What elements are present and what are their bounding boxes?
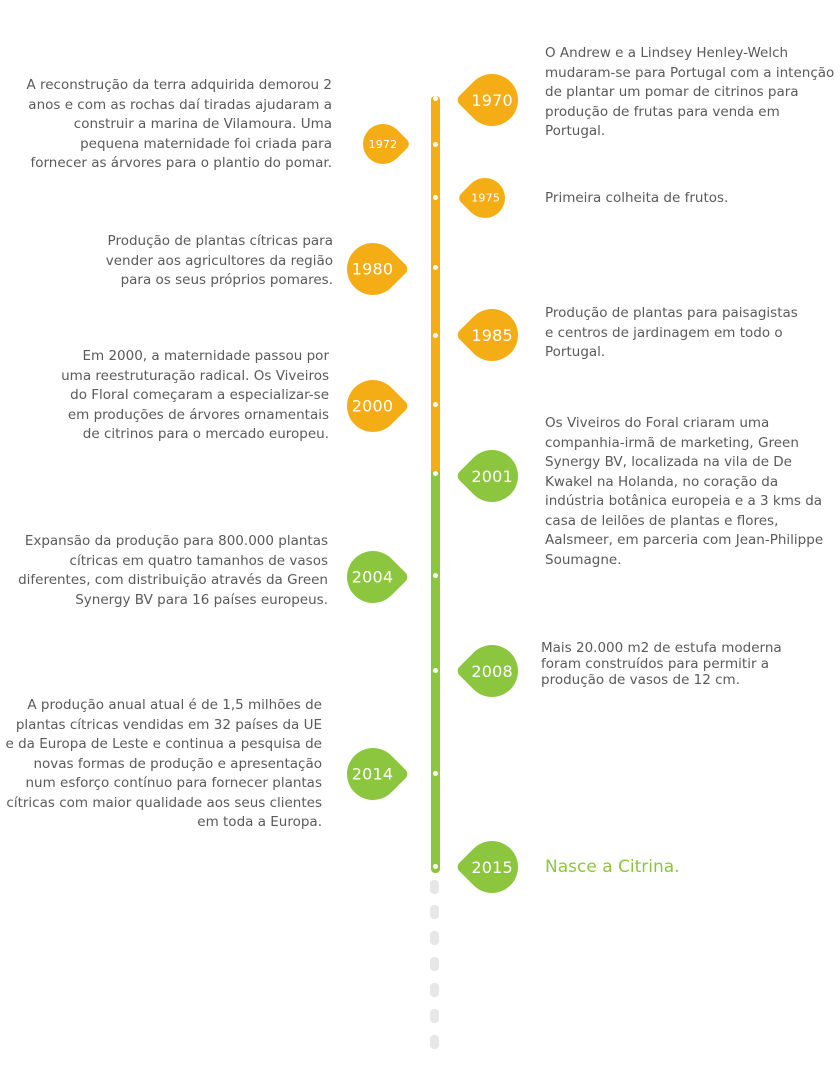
- timeline-dot: [433, 668, 438, 673]
- event-text-1975: Primeira colheita de frutos.: [545, 190, 729, 206]
- year-badge-1985: 1985: [455, 298, 529, 372]
- event-text-1980: Produção de plantas cítricas para vender…: [105, 233, 333, 288]
- year-badge-1975: 1975: [456, 169, 514, 227]
- timeline-dot: [433, 265, 438, 270]
- year-badge-2008: 2008: [455, 634, 529, 708]
- event-text-2014: A produção anual atual é de 1,5 milhões …: [5, 697, 322, 830]
- timeline-dot: [433, 96, 438, 101]
- timeline-dot: [433, 573, 438, 578]
- event-text-2008: Mais 20.000 m2 de estufa moderna foram c…: [541, 640, 782, 688]
- event-text-2000: Em 2000, a maternidade passou por uma re…: [61, 348, 329, 442]
- timeline-dot: [433, 195, 438, 200]
- timeline-dot: [433, 471, 438, 476]
- event-text-1972: A reconstrução da terra adquirida demoro…: [26, 77, 332, 171]
- event-text-2015: Nasce a Citrina.: [545, 857, 680, 877]
- timeline-dot: [433, 771, 438, 776]
- year-badge-1980: 1980: [336, 232, 410, 306]
- timeline-dot: [433, 142, 438, 147]
- timeline-dot: [433, 402, 438, 407]
- timeline-dash: [430, 1035, 439, 1049]
- timeline-dash: [430, 905, 439, 919]
- year-badge-2004: 2004: [336, 540, 410, 614]
- event-text-2001: Os Viveiros do Foral criaram uma companh…: [545, 415, 824, 568]
- timeline-dash: [430, 931, 439, 945]
- year-badge-2000: 2000: [336, 369, 410, 443]
- year-badge-2014: 2014: [336, 737, 410, 811]
- event-text-2004: Expansão da produção para 800.000 planta…: [18, 533, 328, 608]
- timeline-dot: [433, 864, 438, 869]
- timeline-dash: [430, 983, 439, 997]
- year-badge-2001: 2001: [455, 439, 529, 513]
- timeline-dash: [430, 957, 439, 971]
- event-text-1985: Produção de plantas para paisagistas e c…: [545, 305, 798, 360]
- timeline-dash: [430, 880, 439, 894]
- timeline-dash: [430, 1009, 439, 1023]
- year-badge-1972: 1972: [354, 115, 412, 173]
- timeline-line-orange: [431, 96, 440, 471]
- event-text-1970: O Andrew e a Lindsey Henley-Welch mudara…: [545, 45, 835, 139]
- year-badge-1970: 1970: [455, 63, 529, 137]
- timeline-dot: [433, 333, 438, 338]
- year-badge-2015: 2015: [455, 830, 529, 904]
